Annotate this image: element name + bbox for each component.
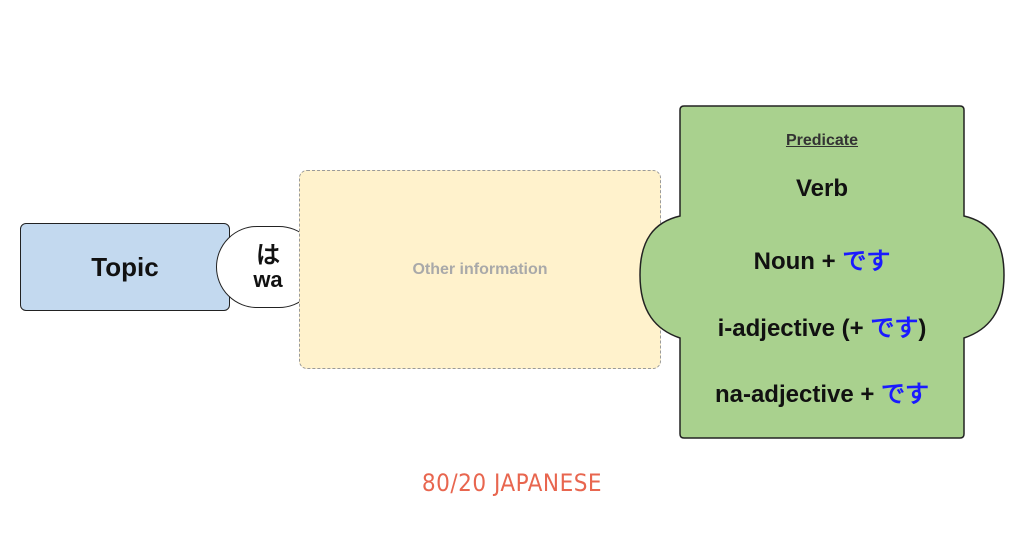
predicate-item-suffix: ) (918, 315, 927, 342)
topic-label: Topic (91, 251, 159, 282)
predicate-heading: Predicate (785, 132, 859, 149)
predicate-item-verb: Verb (680, 175, 964, 203)
other-information-label: Other information (412, 260, 548, 278)
predicate-item-text: Noun + (753, 248, 843, 275)
predicate-item-text: i-adjective (+ (717, 315, 871, 342)
particle-kana: は (256, 241, 280, 269)
predicate-item-i-adjective: i-adjective (+ です) (670, 308, 974, 343)
predicate-content: Predicate Verb Noun + です i-adjective (+ … (680, 106, 964, 438)
topic-box (20, 223, 230, 311)
predicate-item-noun: Noun + です (680, 241, 964, 276)
desu-text: です (842, 248, 891, 275)
desu-text: です (870, 315, 919, 342)
brand-logo-text: 80/20 JAPANESE (421, 469, 603, 497)
predicate-item-text: na-adjective + (714, 381, 882, 408)
other-information-box: Other information (299, 170, 661, 369)
predicate-item-text: Verb (795, 175, 849, 202)
desu-text: です (881, 381, 930, 408)
predicate-outline (639, 105, 1005, 439)
particle-romaji: wa (253, 267, 283, 293)
predicate-item-na-adjective: na-adjective + です (670, 374, 974, 409)
